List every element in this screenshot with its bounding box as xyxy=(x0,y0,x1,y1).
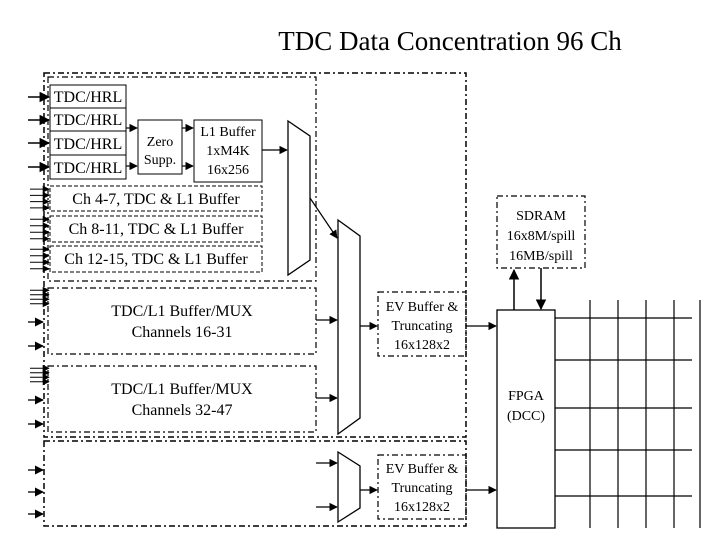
sdram-label: 16x8M/spill xyxy=(507,229,576,244)
tdc-hrl-label: TDC/HRL xyxy=(54,112,122,129)
fpga-output-bus-lines xyxy=(555,300,701,528)
zero-supp-label: Zero xyxy=(147,135,173,150)
l1-buffer-label: 16x256 xyxy=(207,163,249,178)
l1-buffer-label: 1xM4K xyxy=(206,144,250,159)
mux-trapezoid-large xyxy=(337,218,361,436)
fpga-label: (DCC) xyxy=(507,409,545,424)
diagram-title: TDC Data Concentration 96 Ch xyxy=(278,26,622,56)
sdram-box xyxy=(496,195,586,269)
fpga-box xyxy=(496,309,556,529)
l1-buffer-box xyxy=(193,119,263,183)
mux-block-channels-16-31 xyxy=(47,287,317,355)
ev-buffer-label: Truncating xyxy=(392,319,453,334)
mux-trapezoid-small xyxy=(287,119,311,277)
ev-buffer-box-2 xyxy=(377,454,467,520)
tdc-hrl-label: TDC/HRL xyxy=(54,136,122,153)
sdram-label: SDRAM xyxy=(516,209,566,224)
tdc-hrl-block: TDC/HRL TDC/HRL TDC/HRL TDC/HRL xyxy=(49,84,127,180)
ev-buffer-box-1 xyxy=(377,291,467,357)
channel-group-label: Ch 4-7, TDC & L1 Buffer xyxy=(72,191,240,208)
channel-input-arrow-clusters xyxy=(28,185,50,519)
mux-block-label: TDC/L1 Buffer/MUX xyxy=(111,381,253,398)
zero-supp-box xyxy=(137,119,183,175)
first-16-channels-boundary xyxy=(47,76,317,282)
tdc-input-arrows xyxy=(28,91,51,173)
tdc-hrl-label: TDC/HRL xyxy=(54,89,122,106)
mux-block-channels-32-47 xyxy=(47,365,317,433)
tdc-hrl-label: TDC/HRL xyxy=(54,160,122,177)
channel-group-box-3 xyxy=(49,245,263,273)
mux-block-label: Channels 32-47 xyxy=(132,402,233,419)
mux-input-arrows xyxy=(309,197,338,403)
ev-buffer-label: 16x128x2 xyxy=(394,338,450,353)
ev-buffer-label: EV Buffer & xyxy=(386,300,459,315)
l1-buffer-label: L1 Buffer xyxy=(200,125,256,140)
ev-buffer-label: Truncating xyxy=(392,481,453,496)
mux-trapezoid-lower xyxy=(337,450,361,524)
sdram-label: 16MB/spill xyxy=(509,249,573,264)
ev-buffer-label: 16x128x2 xyxy=(394,500,450,515)
mux-block-label: Channels 16-31 xyxy=(132,324,233,341)
ev-buffer-label: EV Buffer & xyxy=(386,462,459,477)
channel-group-label: Ch 12-15, TDC & L1 Buffer xyxy=(64,251,248,268)
channel-group-box-2 xyxy=(49,215,263,243)
zero-supp-label: Supp. xyxy=(144,153,176,168)
channel-group-box-1 xyxy=(49,185,263,212)
fpga-label: FPGA xyxy=(508,389,545,404)
channel-group-label: Ch 8-11, TDC & L1 Buffer xyxy=(69,221,244,238)
mux-block-label: TDC/L1 Buffer/MUX xyxy=(111,303,253,320)
